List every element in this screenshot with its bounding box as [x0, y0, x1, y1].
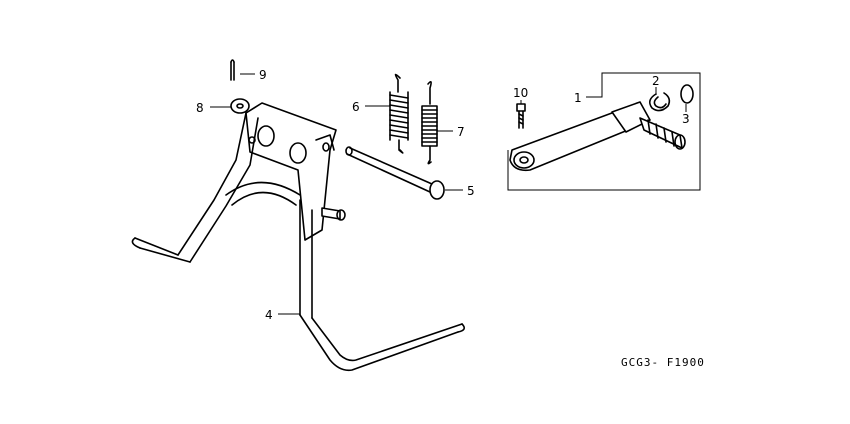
main-stand	[131, 102, 466, 372]
callout-5: 5	[467, 184, 475, 198]
callout-7: 7	[457, 125, 465, 139]
callout-1: 1	[574, 91, 582, 105]
split-pin	[230, 59, 235, 81]
ring	[680, 84, 694, 104]
callout-2: 2	[652, 74, 660, 88]
leader-lines	[210, 72, 701, 315]
callout-10: 10	[513, 86, 528, 100]
callout-3: 3	[682, 112, 690, 126]
callout-6: 6	[352, 100, 360, 114]
spring-large	[389, 73, 409, 154]
spring-small	[421, 80, 438, 165]
kick-starter-arm	[509, 101, 686, 172]
callout-8: 8	[196, 101, 204, 115]
diagram-code: GCG3- F1900	[621, 356, 705, 369]
stand-pin-shaft	[345, 146, 445, 200]
callout-4: 4	[265, 308, 273, 322]
bolt	[516, 103, 526, 129]
callout-9: 9	[259, 68, 267, 82]
washer	[230, 98, 250, 114]
callout-labels: 1 2 3 4 5 6 7 8 9 10	[196, 68, 690, 322]
circlip	[648, 92, 671, 112]
